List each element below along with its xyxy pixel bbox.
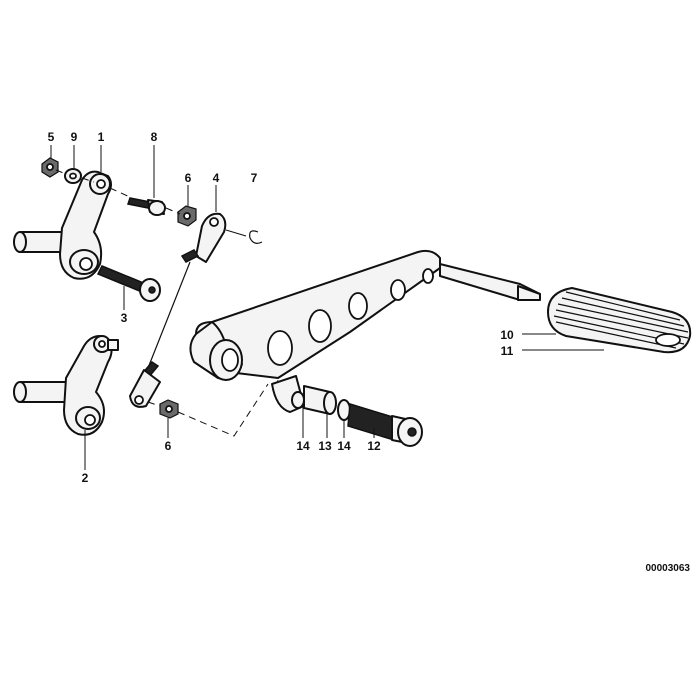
shift-lever-lower xyxy=(13,335,119,436)
callout-2: 2 xyxy=(82,471,89,485)
callout-6-upper: 6 xyxy=(185,171,192,185)
nut-part-6-upper xyxy=(177,205,197,227)
callout-8: 8 xyxy=(151,130,158,144)
stud-part-8 xyxy=(127,197,166,216)
callout-labels: 5 9 1 8 6 4 7 3 2 6 14 13 14 12 10 11 xyxy=(48,130,514,485)
callout-14-left: 14 xyxy=(296,439,310,453)
nut-part-6-lower xyxy=(159,399,179,419)
callout-5: 5 xyxy=(48,130,55,144)
nut-part-5 xyxy=(41,157,59,178)
shift-rod-part-4 xyxy=(129,212,227,408)
pivot-bolt-part-12 xyxy=(347,403,423,447)
leader-lines xyxy=(50,145,604,470)
callout-13: 13 xyxy=(318,439,332,453)
document-number: 00003063 xyxy=(646,563,691,574)
callout-9: 9 xyxy=(71,130,78,144)
callout-7: 7 xyxy=(251,171,258,185)
callout-11: 11 xyxy=(501,344,514,358)
callout-14-right: 14 xyxy=(337,439,351,453)
washer-part-14-left xyxy=(291,391,305,409)
brake-pedal-arm xyxy=(189,249,541,413)
callout-1: 1 xyxy=(98,130,105,144)
callout-12: 12 xyxy=(367,439,381,453)
callout-10: 10 xyxy=(500,328,514,342)
sleeve-part-13 xyxy=(303,385,337,415)
callout-3: 3 xyxy=(121,311,128,325)
callout-6-lower: 6 xyxy=(165,439,172,453)
circlip-part-7 xyxy=(225,229,263,244)
pedal-rubber-pad xyxy=(547,287,692,354)
shift-lever-upper xyxy=(13,170,112,280)
bolt-part-3 xyxy=(96,265,161,302)
callout-4: 4 xyxy=(213,171,220,185)
washer-part-9 xyxy=(64,168,82,184)
